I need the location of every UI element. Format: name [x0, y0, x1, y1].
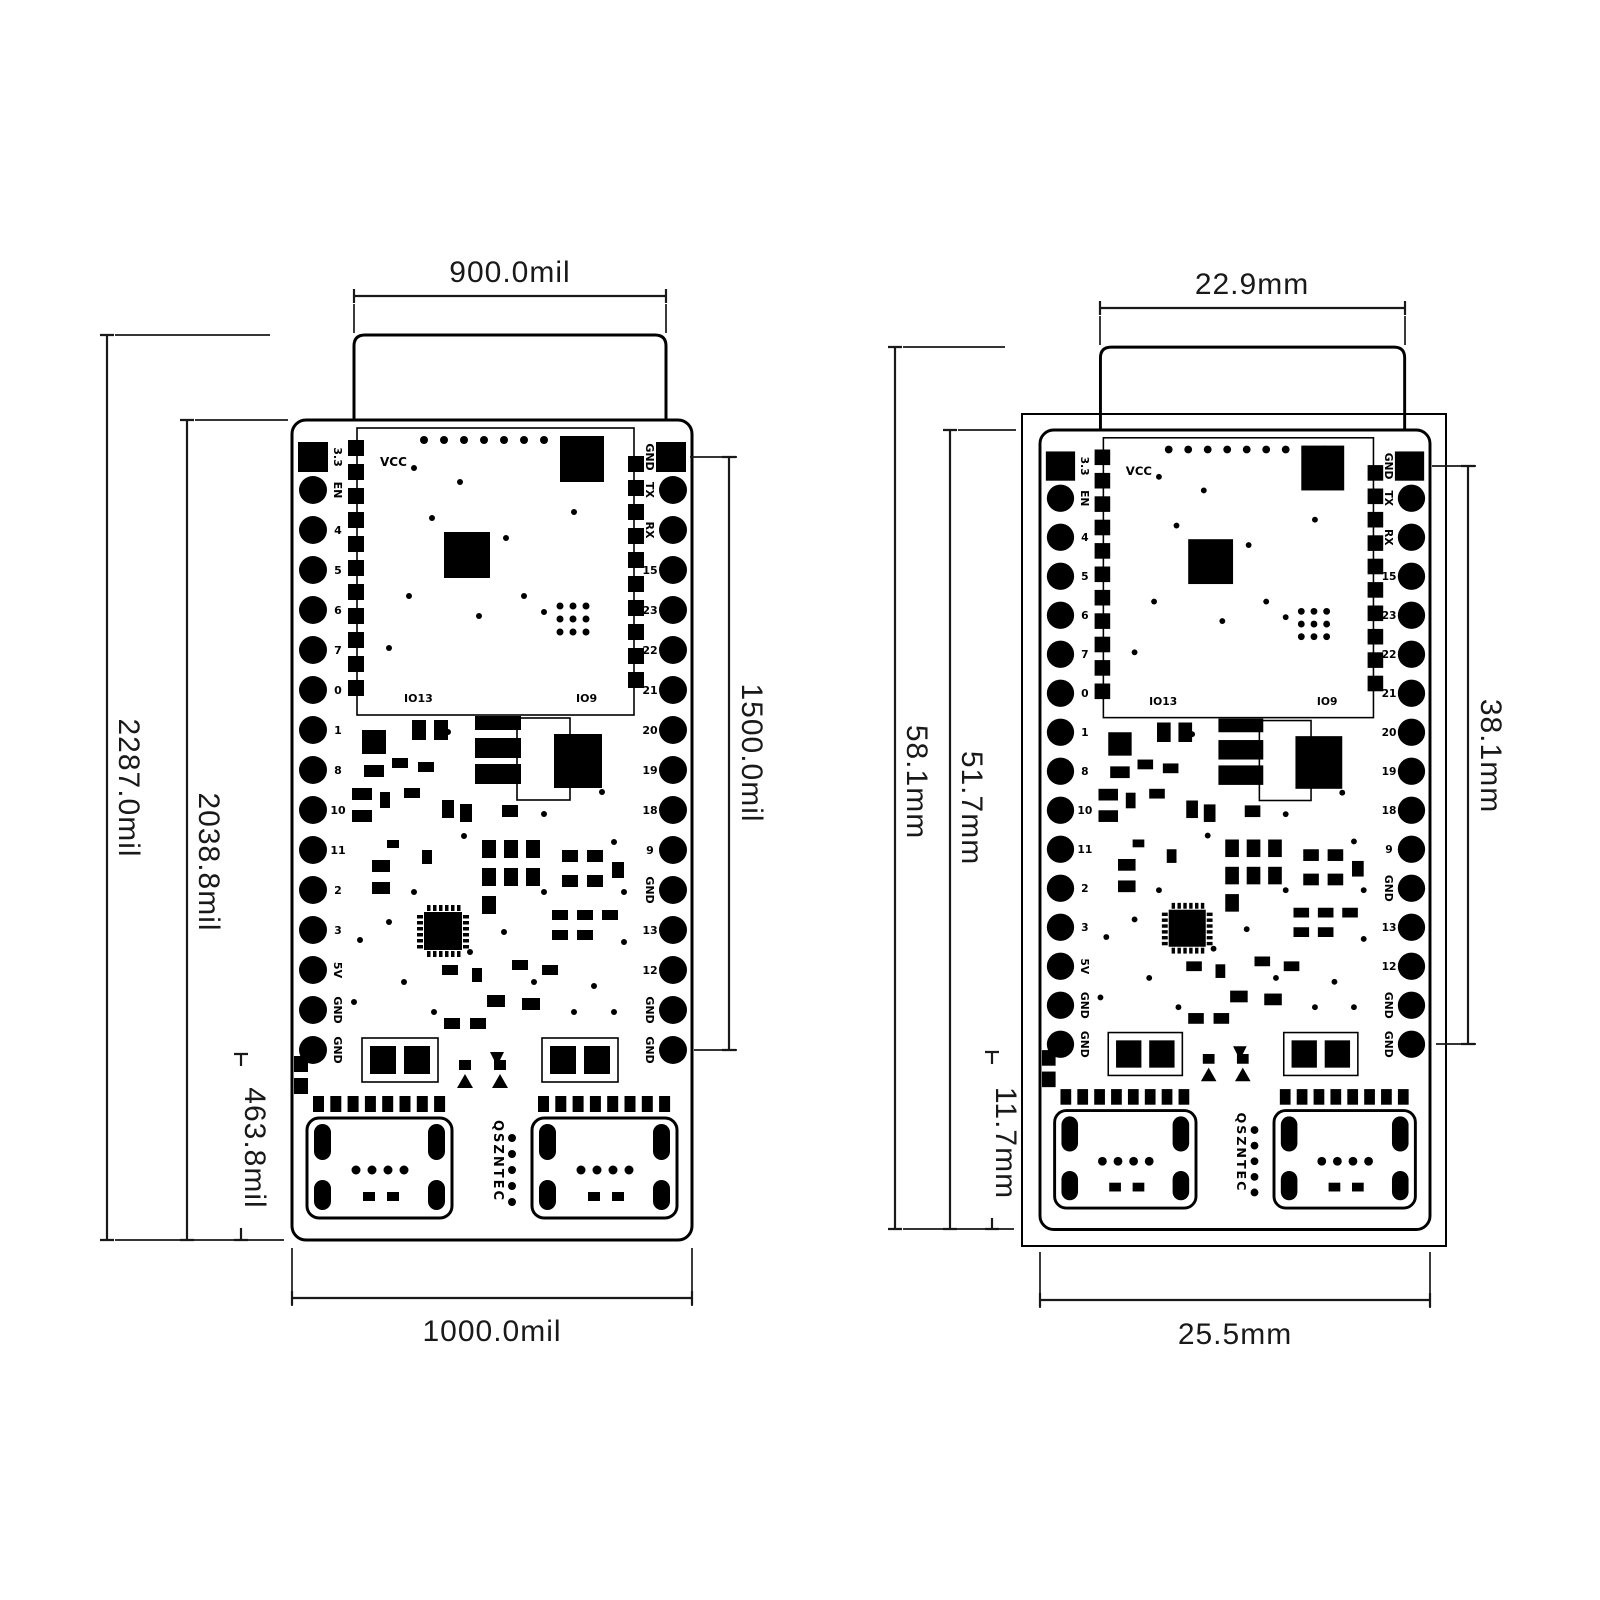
dim-left-total-height: 2287.0mil: [100, 333, 284, 1242]
dim-left-body-height: 2038.8mil: [180, 418, 288, 1242]
dim-right-body-height: 51.7mm: [943, 428, 1016, 1231]
dim-left-pin-span: 1500.0mil: [690, 455, 768, 1052]
dim-label-22-9mm: 22.9mm: [1195, 268, 1309, 301]
board-extent-box: [1021, 413, 1447, 1247]
dim-label-463mil: 463.8mil: [238, 1087, 271, 1208]
dim-right-board-width: 25.5mm: [1038, 1252, 1432, 1351]
dim-left-bottom-section: 463.8mil: [234, 1052, 271, 1242]
dim-label-51-7mm: 51.7mm: [955, 751, 988, 865]
dim-left-board-width: 1000.0mil: [290, 1248, 694, 1348]
dim-label-25-5mm: 25.5mm: [1178, 1318, 1292, 1351]
dim-left-top-width: 900.0mil: [352, 256, 668, 333]
dim-label-2287mil: 2287.0mil: [112, 718, 145, 857]
pcb-left-mil: [292, 335, 692, 1240]
dim-label-1500mil: 1500.0mil: [735, 683, 768, 822]
dim-label-38-1mm: 38.1mm: [1474, 699, 1507, 813]
dim-label-58-1mm: 58.1mm: [900, 725, 933, 839]
dim-right-pin-span: 38.1mm: [1432, 464, 1507, 1046]
dim-right-total-height: 58.1mm: [888, 345, 1014, 1231]
dim-right-bottom-section: 11.7mm: [985, 1050, 1022, 1231]
pcb-right-mm: [1040, 347, 1430, 1229]
dim-label-1000mil: 1000.0mil: [422, 1315, 561, 1348]
dim-label-2038mil: 2038.8mil: [192, 792, 225, 931]
dim-label-11-7mm: 11.7mm: [989, 1087, 1022, 1199]
dim-right-top-width: 22.9mm: [1098, 268, 1407, 345]
dim-label-900mil: 900.0mil: [449, 256, 570, 289]
